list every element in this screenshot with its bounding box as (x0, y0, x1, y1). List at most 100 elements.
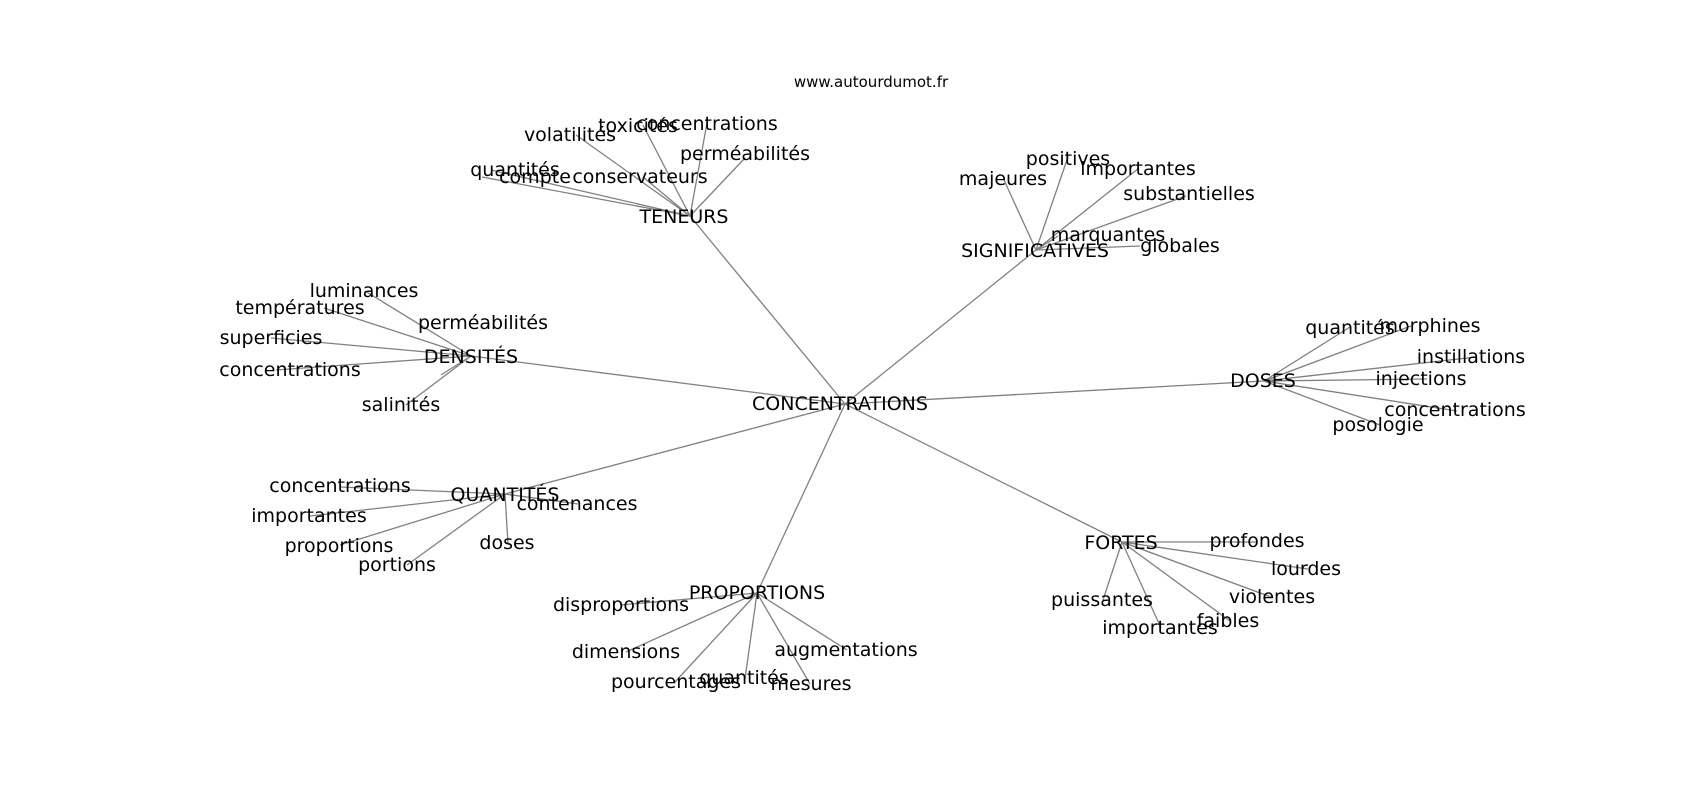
leaf-node-teneurs-2: concentrations (636, 113, 778, 135)
edge-proportions-leaf-1 (625, 592, 758, 653)
leaf-node-densites-1: températures (235, 297, 364, 319)
leaf-node-quantites-4: contenances (516, 493, 637, 515)
leaf-node-doses-3: injections (1375, 368, 1466, 390)
edge-densites-leaf-0 (364, 290, 472, 357)
hub-node-proportions: PROPORTIONS (689, 582, 825, 604)
edge-doses-leaf-3 (1263, 378, 1428, 382)
edge-doses-leaf-4 (1263, 380, 1458, 412)
leaf-node-densites-2: superficies (220, 327, 323, 349)
edge-densites-leaf-2 (270, 337, 472, 357)
leaf-node-teneurs-3: perméabilités (680, 143, 810, 165)
edge-quantites-leaf-2 (339, 493, 506, 546)
edge-teneurs-leaf-5 (481, 176, 691, 217)
leaf-node-densites-4: perméabilités (418, 312, 548, 334)
leaf-node-fortes-0: profondes (1209, 530, 1304, 552)
hub-node-significatives: SIGNIFICATIVES (961, 240, 1109, 262)
edge-fortes-leaf-5 (1102, 541, 1123, 601)
leaf-node-significatives-3: substantielles (1123, 183, 1255, 205)
source-watermark: www.autourdumot.fr (794, 73, 949, 91)
edge-center-proportions (756, 403, 846, 594)
graph-edges (270, 122, 1477, 685)
leaf-node-densites-5: salinités (362, 394, 440, 416)
hub-node-teneurs: TENEURS (639, 206, 729, 228)
edge-fortes-leaf-1 (1121, 541, 1309, 570)
leaf-node-teneurs-4: quantités (470, 159, 560, 181)
leaf-node-significatives-4: marquantes (1051, 224, 1165, 246)
edge-center-densites (470, 355, 846, 405)
center-node-label: CONCENTRATIONS (752, 393, 928, 415)
leaf-node-fortes-4: importantes (1102, 617, 1217, 639)
edge-densites-leaf-5 (405, 355, 472, 406)
edge-teneurs-leaf-4 (490, 169, 691, 217)
leaf-node-densites-0: luminances (310, 280, 419, 302)
edge-proportions-leaf-4 (756, 592, 811, 685)
leaf-node-quantites-0: concentrations (269, 475, 411, 497)
leaf-node-doses-1: morphines (1380, 315, 1481, 337)
hub-node-quantites: QUANTITÉS (451, 483, 560, 506)
edge-proportions-leaf-3 (744, 592, 758, 680)
edge-proportions-leaf-0 (619, 592, 758, 606)
leaf-node-doses-2: instillations (1417, 346, 1525, 368)
edge-teneurs-leaf-2 (689, 122, 708, 217)
edge-densites-leaf-1 (323, 307, 472, 357)
edge-quantites-leaf-4 (504, 493, 579, 505)
edge-quantites-leaf-3 (406, 493, 506, 566)
edge-quantites-leaf-0 (339, 486, 506, 495)
leaf-node-fortes-3: faibles (1197, 610, 1260, 632)
leaf-node-teneurs-1: toxicités (598, 115, 678, 137)
hub-node-fortes: FORTES (1084, 532, 1157, 554)
edge-significatives-leaf-0 (1003, 179, 1037, 251)
leaf-node-proportions-5: augmentations (774, 639, 917, 661)
edge-significatives-leaf-1 (1035, 156, 1069, 251)
edge-center-quantites (504, 403, 846, 495)
edge-doses-leaf-1 (1263, 325, 1412, 382)
edge-teneurs-leaf-3 (689, 157, 746, 217)
edge-significatives-leaf-4 (1035, 235, 1059, 251)
edge-teneurs-leaf-1 (642, 124, 691, 217)
leaf-node-proportions-4: mesures (770, 673, 851, 695)
leaf-node-significatives-5: globales (1140, 235, 1220, 257)
edge-proportions-leaf-2 (674, 592, 758, 683)
leaf-node-quantites-3: portions (358, 554, 436, 576)
edge-fortes-leaf-2 (1121, 541, 1272, 598)
leaf-node-densites-3: concentrations (219, 359, 361, 381)
edge-proportions-leaf-5 (756, 592, 848, 651)
edge-fortes-leaf-4 (1121, 541, 1162, 629)
leaf-node-quantites-2: proportions (285, 535, 394, 557)
edge-doses-leaf-5 (1263, 380, 1381, 426)
leaf-node-significatives-1: positives (1026, 148, 1110, 170)
edge-densites-leaf-3 (275, 355, 472, 371)
edge-quantites-leaf-5 (504, 493, 509, 545)
leaf-node-proportions-2: pourcentages (611, 671, 741, 693)
leaf-node-teneurs-0: volatilités (524, 124, 616, 146)
leaf-node-fortes-2: violentes (1229, 586, 1315, 608)
hub-node-doses: DOSES (1230, 370, 1296, 392)
edge-quantites-leaf-1 (309, 493, 506, 517)
edge-teneurs-leaf-0 (575, 134, 691, 217)
leaf-node-proportions-1: dimensions (572, 641, 680, 663)
leaf-node-teneurs-6: conservateurs (572, 166, 707, 188)
leaf-node-significatives-2: importantes (1080, 158, 1195, 180)
edge-center-doses (844, 380, 1265, 405)
edge-fortes-leaf-3 (1121, 541, 1231, 622)
edge-doses-leaf-2 (1263, 356, 1477, 382)
leaf-node-proportions-3: quantités (699, 667, 789, 689)
leaf-node-significatives-0: majeures (959, 168, 1047, 190)
leaf-node-fortes-5: puissantes (1051, 589, 1153, 611)
edge-doses-leaf-0 (1263, 326, 1351, 382)
leaf-node-quantites-1: importantes (251, 505, 366, 527)
edge-significatives-leaf-3 (1035, 195, 1187, 251)
edge-center-teneurs (689, 215, 846, 405)
leaf-node-fortes-1: lourdes (1271, 558, 1341, 580)
leaf-node-proportions-0: disproportions (553, 594, 689, 616)
edge-teneurs-leaf-6 (642, 176, 691, 217)
leaf-node-doses-5: posologie (1332, 414, 1423, 436)
edge-significatives-leaf-2 (1035, 167, 1140, 251)
edge-center-fortes (844, 403, 1123, 543)
hub-node-densites: DENSITÉS (424, 345, 518, 368)
edge-center-significatives (844, 249, 1037, 405)
edge-significatives-leaf-5 (1035, 245, 1141, 251)
leaf-node-doses-0: quantités (1305, 317, 1395, 339)
